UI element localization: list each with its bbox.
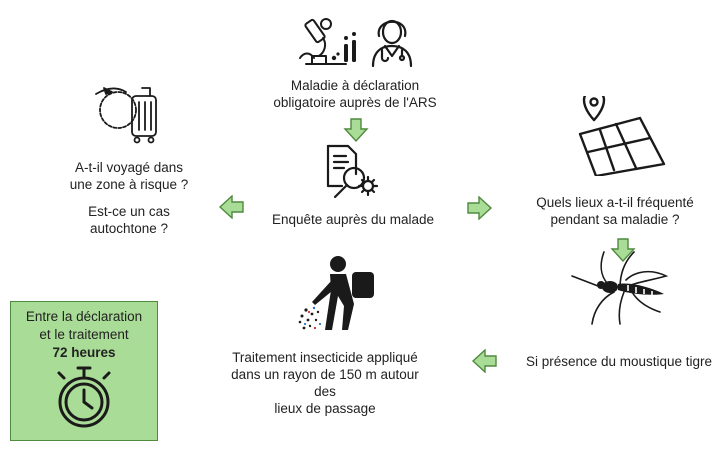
arrow-left: [218, 195, 244, 219]
top-title-line2: obligatoire auprès de l'ARS: [273, 95, 437, 110]
left-q2-line1: Est-ce un cas: [88, 204, 170, 219]
document-search-gear-icon: [326, 144, 379, 199]
treatment-line1: Traitement insecticide appliqué: [232, 350, 418, 365]
mosquito-icon: [571, 251, 669, 325]
treatment-line3: lieux de passage: [274, 401, 376, 416]
arrow-right: [467, 196, 493, 220]
left-q1-line2: une zone à risque ?: [69, 177, 189, 192]
treatment-line2: dans un rayon de 150 m autour des: [231, 367, 419, 399]
map-pin-icon: [578, 96, 666, 176]
stopwatch-icon: [57, 366, 111, 428]
arrow-left-bottom: [471, 349, 497, 373]
left-q1-line1: A-t-il voyagé dans: [74, 160, 184, 175]
microscope-icon: [299, 18, 356, 65]
timebox-line3: 72 heures: [52, 345, 116, 360]
right-line1: Quels lieux a-t-il fréquenté: [536, 195, 694, 210]
arrow-down-right: [610, 238, 636, 262]
mosquito-label: Si présence du moustique tigre: [525, 354, 713, 369]
fogging-sprayer-icon: [298, 256, 374, 330]
arrow-down-top: [343, 118, 369, 142]
right-line2: pendant sa maladie ?: [550, 212, 680, 227]
left-q2-line2: autochtone ?: [89, 221, 169, 236]
top-title-line1: Maladie à déclaration: [290, 78, 420, 93]
timebox-line2: et le traitement: [39, 327, 129, 342]
center-label: Enquête auprès du malade: [271, 212, 435, 227]
doctor-icon: [371, 19, 413, 68]
timebox-line1: Entre la déclaration: [25, 309, 143, 324]
travel-luggage-icon: [95, 87, 157, 144]
timing-box: Entre la déclaration et le traitement 72…: [10, 301, 158, 441]
